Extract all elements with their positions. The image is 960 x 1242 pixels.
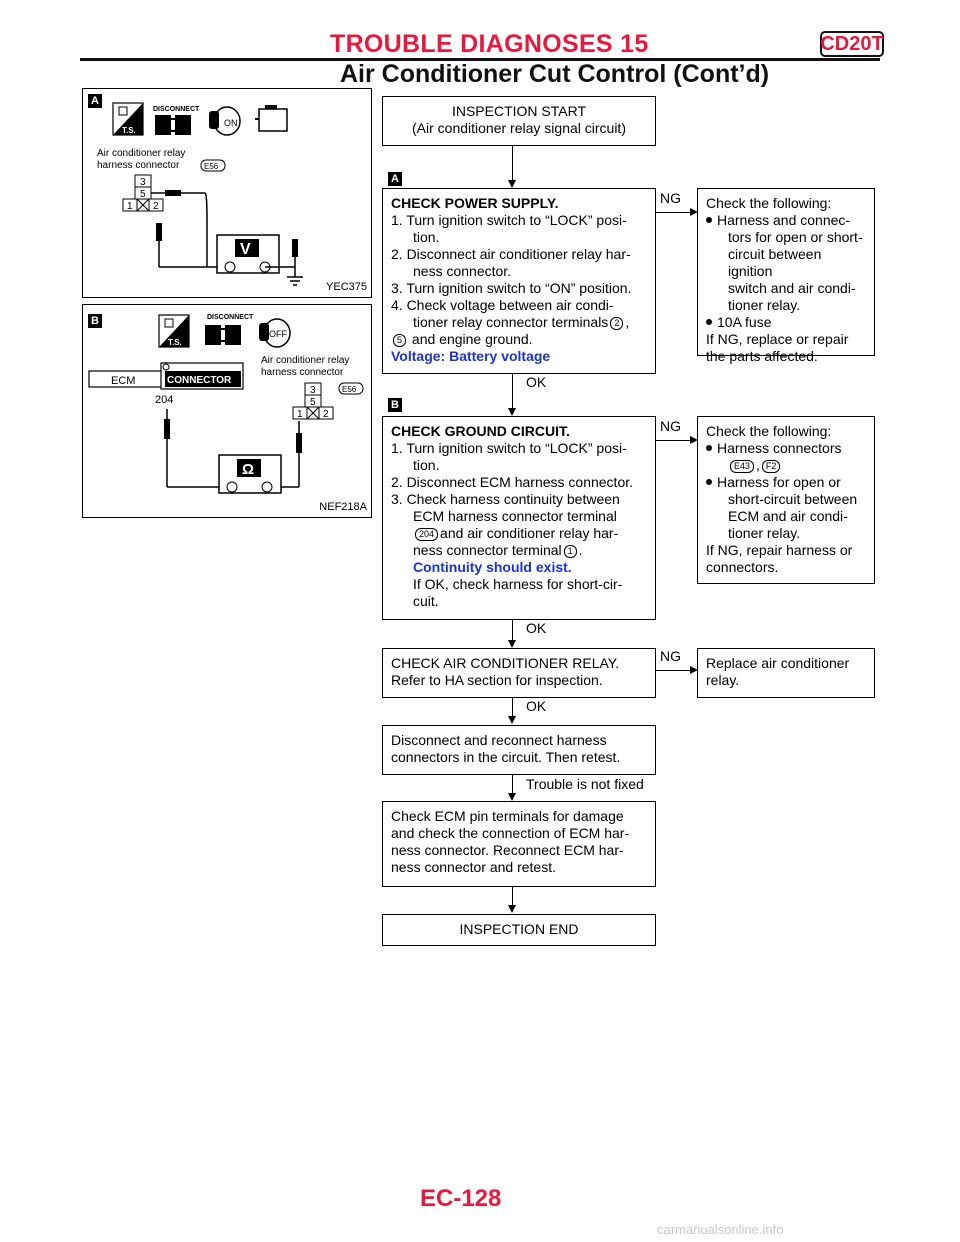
figure-b-ecm-pin: 204 [155,394,173,406]
figure-b-conn-label-1: Air conditioner relay [261,355,349,366]
step-a-tag: A [388,172,402,186]
ok-label: OK [526,620,547,636]
check-relay-box: CHECK AIR CONDITIONER RELAY. Refer to HA… [382,648,656,698]
figure-b-ts-text: T.S. [168,338,182,347]
arrow-down-icon [508,716,516,724]
figure-a-ts-text: T.S. [122,126,136,135]
check-ground-circuit-box: CHECK GROUND CIRCUIT. 1. Turn ignition s… [382,416,656,620]
connector-line [656,670,692,671]
figure-a-panel: A T.S. DISCONNECT ON Air conditi [82,88,372,298]
terminal-badge: 204 [415,528,439,541]
continuity-spec: Continuity should exist. [413,559,572,575]
figure-b-disconnect-text: DISCONNECT [207,314,254,321]
figure-a-pin-2: 2 [153,201,159,212]
voltage-spec: Voltage: Battery voltage [391,348,551,364]
ng-label: NG [660,190,681,206]
page-number: EC-128 [420,1185,502,1212]
connector-line [512,374,513,410]
arrow-right-icon [690,208,698,216]
arrow-down-icon [508,905,516,913]
ignition-key-icon [209,106,241,136]
figure-a-code: YEC375 [326,281,367,293]
connector-line [512,620,513,642]
page-subtitle: Air Conditioner Cut Control (Cont’d) [340,60,770,88]
engine-badge: CD20T [820,31,884,57]
connector-badge: E43 [730,460,755,473]
figure-b-code: NEF218A [319,501,367,513]
figure-a-tag: A [88,94,102,108]
figure-b-ignition-text: OFF [269,329,287,339]
figure-b-conn-label-2: harness connector [261,367,344,378]
figure-a-disconnect-text: DISCONNECT [153,106,200,113]
figure-a-ignition-text: ON [224,118,238,128]
figure-a-diagram: T.S. DISCONNECT ON Air conditioner relay… [97,102,303,286]
figure-a-conn-id: E56 [204,162,219,171]
figure-a-conn-label-1: Air conditioner relay [97,148,185,159]
header-rule [80,58,880,61]
check-ecm-pins-box: Check ECM pin terminals for damage and c… [382,801,656,887]
ng-ground-circuit-box: Check the following: Harness connectors … [697,416,875,584]
ignition-key-icon [259,318,291,348]
terminal-badge: 2 [610,317,624,330]
inspection-start-box: INSPECTION START (Air conditioner relay … [382,96,656,146]
bullet-icon [706,479,712,485]
bullet-icon [706,319,712,325]
figure-b-ecm: ECM [111,375,135,387]
figure-b-meter: Ω [242,461,254,478]
figure-a-meter: V [240,241,251,258]
figure-b-ecm-connector: CONNECTOR [167,375,232,386]
watermark: carmanualsonline.info [657,1222,784,1237]
arrow-down-icon [508,793,516,801]
figure-a-pin-3: 3 [140,177,146,188]
figure-a-pin-5: 5 [140,189,146,200]
terminal-badge: 1 [563,545,577,558]
ts-icon [158,314,190,348]
arrow-down-icon [508,408,516,416]
figure-b-pin-1: 1 [297,409,303,420]
figure-b-diagram: T.S. DISCONNECT OFF Air conditioner rela… [88,314,364,494]
figure-a-pin-1: 1 [127,201,133,212]
figure-b-pin-5: 5 [310,397,316,408]
not-fixed-label: Trouble is not fixed [526,776,644,792]
bullet-icon [706,217,712,223]
figure-b-pin-3: 3 [310,385,316,396]
inspection-end-box: INSPECTION END [382,914,656,946]
ng-power-supply-box: Check the following: Harness and connec-… [697,188,875,364]
terminal-badge: 5 [393,334,407,347]
connector-badge: F2 [761,460,781,473]
figure-b-conn-id: E56 [342,385,357,394]
connector-line [512,146,513,182]
figure-b-tag: B [88,314,102,328]
engine-icon [255,105,288,132]
ok-label: OK [526,374,547,390]
reconnect-box: Disconnect and reconnect harness connect… [382,725,656,775]
connector-line [512,698,513,718]
figure-b-panel: B T.S. DISCONNECT OFF Air conditioner re… [82,304,372,518]
check-power-supply-box: CHECK POWER SUPPLY. 1. Turn ignition swi… [382,188,656,374]
ng-label: NG [660,648,681,664]
ok-label: OK [526,698,547,714]
bullet-icon [706,445,712,451]
ts-icon [112,102,144,136]
ng-label: NG [660,418,681,434]
connector-line [656,440,692,441]
arrow-right-icon [690,666,698,674]
arrow-right-icon [690,436,698,444]
disconnect-icon [155,115,191,135]
ng-relay-box: Replace air conditioner relay. [697,648,875,698]
connector-line [512,775,513,795]
arrow-down-icon [508,640,516,648]
connector-line [656,212,692,213]
figure-a-conn-label-2: harness connector [97,160,180,171]
arrow-down-icon [508,180,516,188]
disconnect-icon [205,325,241,345]
figure-b-pin-2: 2 [323,409,329,420]
section-title: TROUBLE DIAGNOSES 15 [330,30,649,58]
connector-line [512,887,513,907]
step-b-tag: B [388,398,402,412]
